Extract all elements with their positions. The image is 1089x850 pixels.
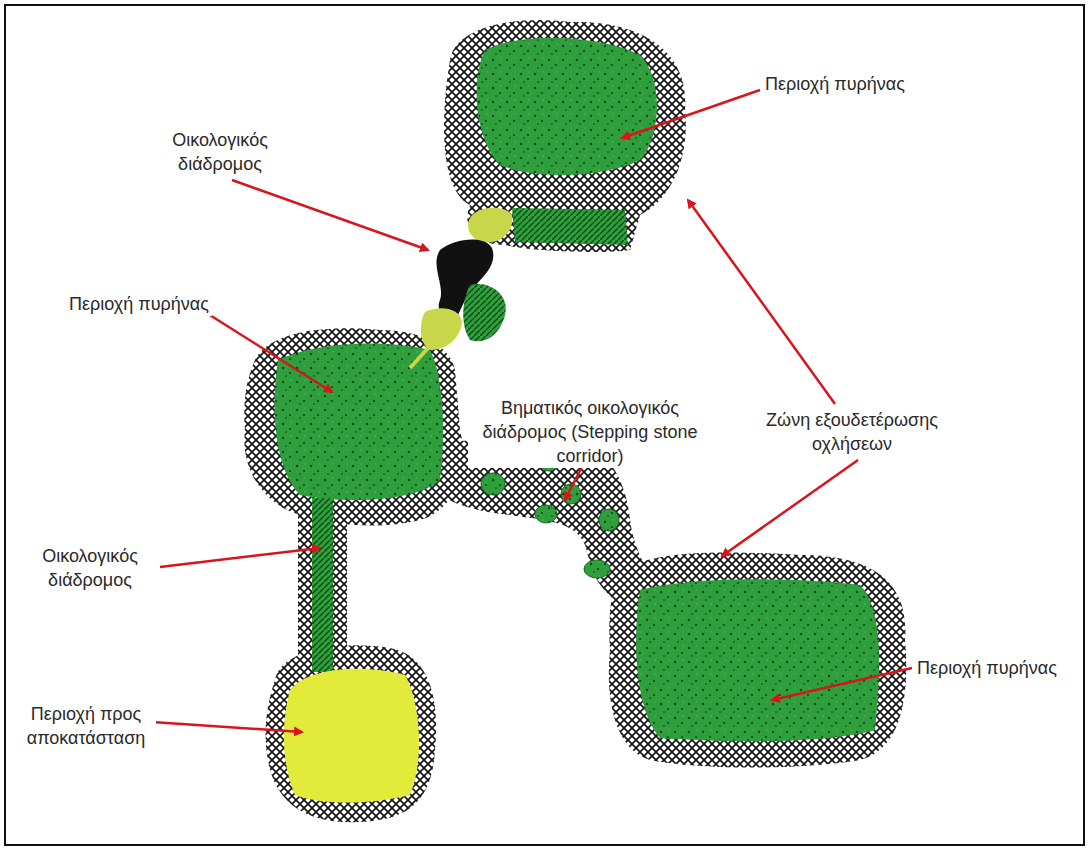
callout-label: Περιοχή πυρήνας (762, 72, 908, 96)
callout-label: Περιοχή προς αποκατάσταση (16, 702, 156, 750)
frame (5, 5, 1084, 845)
callout-label: Περιοχή πυρήνας (914, 656, 1060, 680)
core-areas (274, 38, 879, 741)
callout-label: Περιοχή πυρήνας (66, 292, 212, 316)
callout-label: Ζώνη εξουδετέρωσης οχλήσεων (742, 408, 962, 456)
callout-label: Οικολογικός διάδρομος (20, 544, 160, 592)
callout-label: Βηματικός οικολογικός διάδρομος (Steppin… (468, 396, 712, 468)
callout-label: Οικολογικός διάδρομος (150, 128, 290, 176)
restoration-area (284, 669, 419, 803)
stepping-stones (481, 453, 619, 578)
